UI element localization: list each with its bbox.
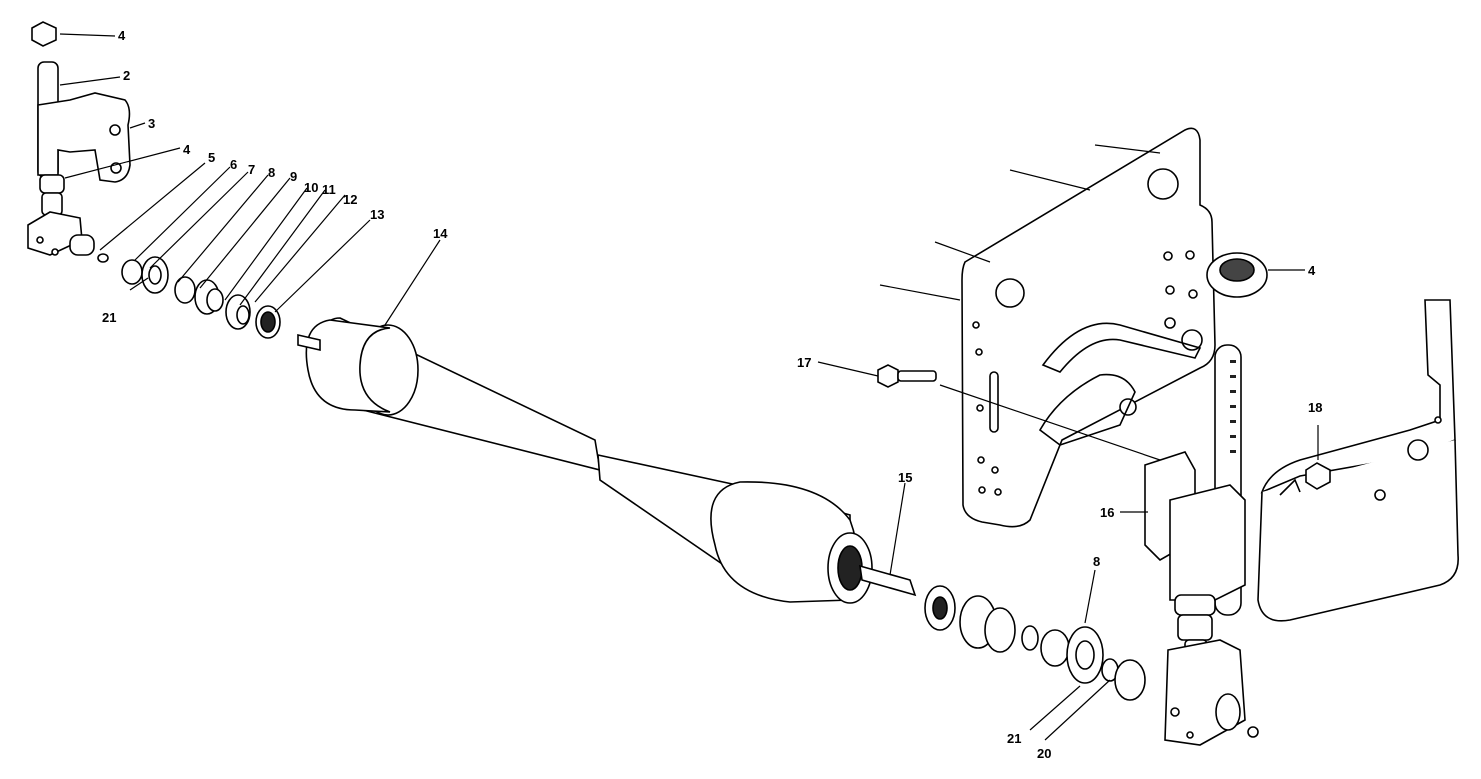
callout-12: 12	[343, 192, 357, 207]
callout-6: 6	[230, 157, 237, 172]
callout-labels: 4 2 3 4 5 6 7 8 9 10 11 12 13 14 21 4 17…	[102, 28, 1322, 761]
callout-8-left: 8	[268, 165, 275, 180]
callout-11: 11	[322, 182, 336, 197]
roller	[297, 317, 873, 604]
callout-20: 20	[1037, 746, 1051, 761]
callout-4-right: 4	[1308, 263, 1316, 278]
callout-3: 3	[148, 116, 155, 131]
callout-10: 10	[304, 180, 318, 195]
right-bearing-parts	[859, 564, 1146, 701]
left-bearing-parts	[121, 256, 281, 339]
callout-5: 5	[208, 150, 215, 165]
right-bracket	[1257, 299, 1459, 622]
callout-17: 17	[797, 355, 811, 370]
callout-14: 14	[433, 226, 448, 241]
callout-21-right: 21	[1007, 731, 1021, 746]
callout-2: 2	[123, 68, 130, 83]
callout-9: 9	[290, 169, 297, 184]
callout-18: 18	[1308, 400, 1322, 415]
callout-21-left: 21	[102, 310, 116, 325]
side-plate	[879, 127, 1216, 528]
callout-4-left: 4	[183, 142, 191, 157]
bolt-and-nuts	[877, 252, 1331, 490]
callout-8-right: 8	[1093, 554, 1100, 569]
left-adjuster-assembly	[27, 21, 131, 263]
right-adjuster-assembly	[1144, 344, 1259, 746]
callout-15: 15	[898, 470, 912, 485]
callout-4-top: 4	[118, 28, 126, 43]
callout-13: 13	[370, 207, 384, 222]
leader-lines	[59, 33, 1319, 741]
callout-16: 16	[1100, 505, 1114, 520]
callout-7: 7	[248, 162, 255, 177]
